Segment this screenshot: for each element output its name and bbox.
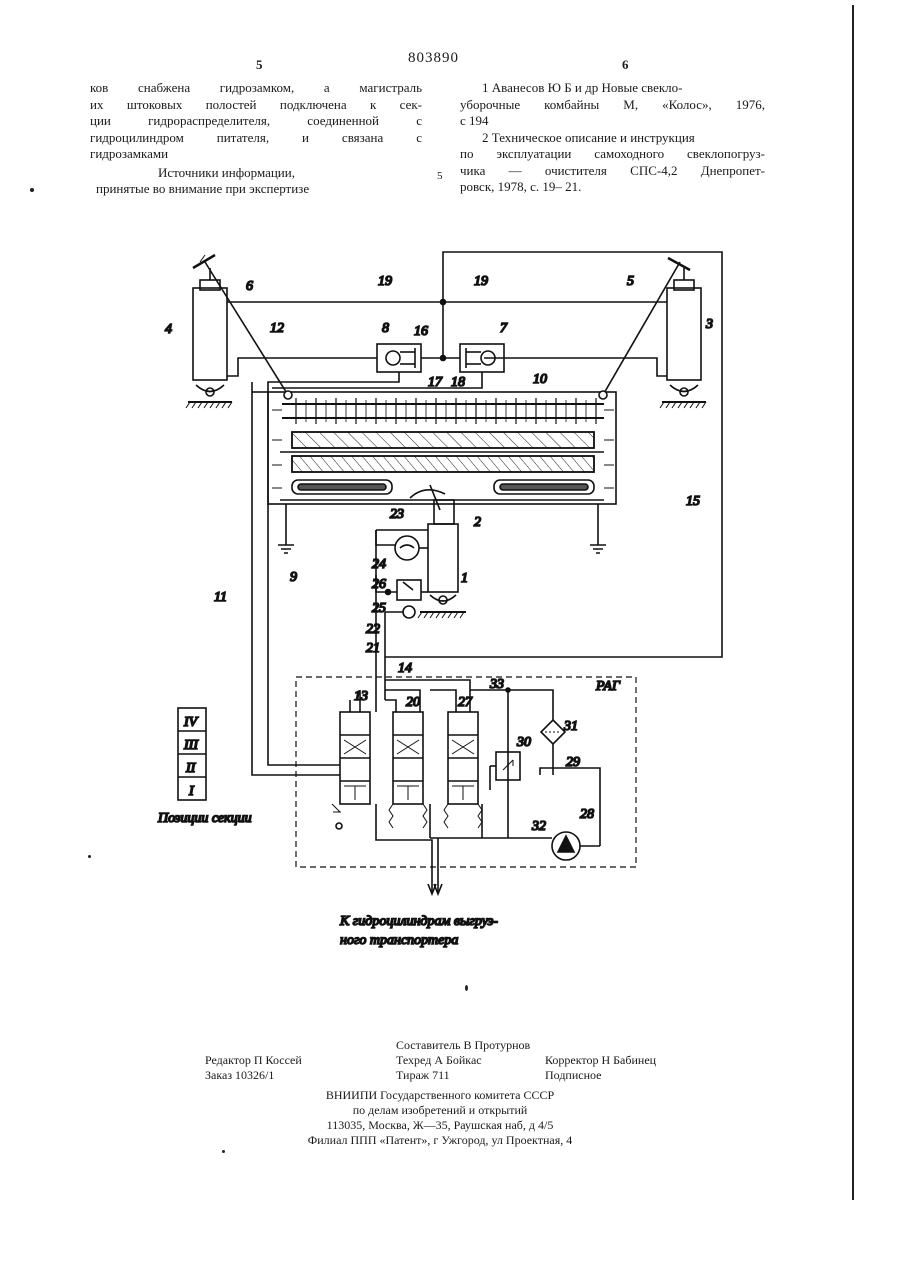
label-1: 1 [461,571,468,586]
label-14: 14 [398,661,412,676]
compiler-credit: Составитель В Протурнов [396,1038,530,1053]
ref1-line-2: уборочные комбайны М, «Колос», 1976, [460,97,765,114]
position-label-1: I [188,784,195,799]
label-7: 7 [500,321,508,336]
ref2-line-2: по эксплуатации самоходного свеклопогруз… [460,146,765,163]
imprint-line-2: по делам изобретений и открытий [230,1103,650,1118]
speck [30,188,34,192]
ref1-line-1: 1 Аванесов Ю Б и др Новые свекло- [460,80,765,97]
imprint-line-3: 113035, Москва, Ж—35, Раушская наб, д 4/… [230,1118,650,1133]
label-31: 31 [563,719,578,734]
label-6: 6 [246,279,253,294]
label-26: 26 [372,577,386,592]
label-16: 16 [414,324,428,339]
margin-line-number: 5 [437,170,443,182]
imprint-line-1: ВНИИПИ Государственного комитета СССР [230,1088,650,1103]
label-32: 32 [531,819,546,834]
position-label-3: III [183,738,199,753]
hydraulic-schematic: IV III II I 6 4 12 19 19 5 3 8 16 7 17 1… [0,225,900,965]
left-line-2: их штоковых полостей подключена к сек- [90,97,422,114]
sources-heading-1: Источники информации, [90,165,422,182]
tech-editor-credit: Техред А Бойкас [396,1053,482,1068]
label-20: 20 [406,695,420,710]
label-18: 18 [451,375,465,390]
label-21: 21 [366,641,380,656]
right-column: 1 Аванесов Ю Б и др Новые свекло- убороч… [460,80,765,196]
label-30: 30 [516,735,531,750]
label-4: 4 [165,322,172,337]
left-page-number: 5 [256,57,263,73]
hydrolock-8 [377,344,421,372]
patent-number: 803890 [408,50,459,67]
cylinder-3 [660,258,706,408]
right-page-number: 6 [622,57,629,73]
label-17: 17 [428,375,443,390]
figure-caption-line-2: ного транспортера [340,933,458,948]
circulation: Тираж 711 [396,1068,450,1083]
label-9: 9 [290,570,297,585]
subscription-note: Подписное [545,1068,602,1083]
left-line-5: гидрозамками [90,146,422,163]
sources-heading-2: принятые во внимание при экспертизе [90,181,422,198]
publisher-imprint: ВНИИПИ Государственного комитета СССР по… [230,1088,650,1148]
valve-section-20 [389,712,427,828]
left-column: ков снабжена гидрозамком, а магистраль и… [90,80,422,198]
label-2: 2 [474,515,481,530]
label-22: 22 [366,622,380,637]
position-label-4: IV [183,715,199,730]
valve-section-13 [332,712,370,829]
label-rag: РАГ [595,679,621,694]
label-19b: 19 [474,274,488,289]
valve-section-27 [444,712,482,828]
label-19a: 19 [378,274,392,289]
label-11: 11 [214,590,227,605]
label-27: 27 [458,695,473,710]
label-28: 28 [580,807,594,822]
label-15: 15 [686,494,700,509]
order-number: Заказ 10326/1 [205,1068,274,1083]
ref2-line-1: 2 Техническое описание и инструкция [460,130,765,147]
ref2-line-3: чика — очистителя СПС-4,2 Днепропет- [460,163,765,180]
label-12: 12 [270,321,284,336]
left-line-1: ков снабжена гидрозамком, а магистраль [90,80,422,97]
editor-credit: Редактор П Коссей [205,1053,302,1068]
cylinder-4 [186,255,232,408]
roller-row-1 [282,391,607,424]
label-10: 10 [533,372,547,387]
positions-caption: Позиции секции [157,811,252,826]
label-25: 25 [372,601,386,616]
label-3: 3 [705,317,713,332]
left-line-4: гидроцилиндром питателя, и связана с [90,130,422,147]
label-13: 13 [354,689,368,704]
label-29: 29 [566,755,580,770]
speck [465,985,468,991]
label-33: 33 [489,677,504,692]
label-8: 8 [382,321,389,336]
imprint-line-4: Филиал ППП «Патент», г Ужгород, ул Проек… [230,1133,650,1148]
label-24: 24 [372,557,386,572]
position-label-2: II [185,761,197,776]
corrector-credit: Корректор Н Бабинец [545,1053,656,1068]
label-23: 23 [390,507,404,522]
ref1-line-3: с 194 [460,113,765,130]
label-5: 5 [627,274,634,289]
left-line-3: ции гидрораспределителя, соединенной с [90,113,422,130]
ref2-line-4: ровск, 1978, с. 19– 21. [460,179,765,196]
speck [222,1150,225,1153]
figure-caption-line-1: К гидроцилиндрам выгруз- [339,914,498,929]
